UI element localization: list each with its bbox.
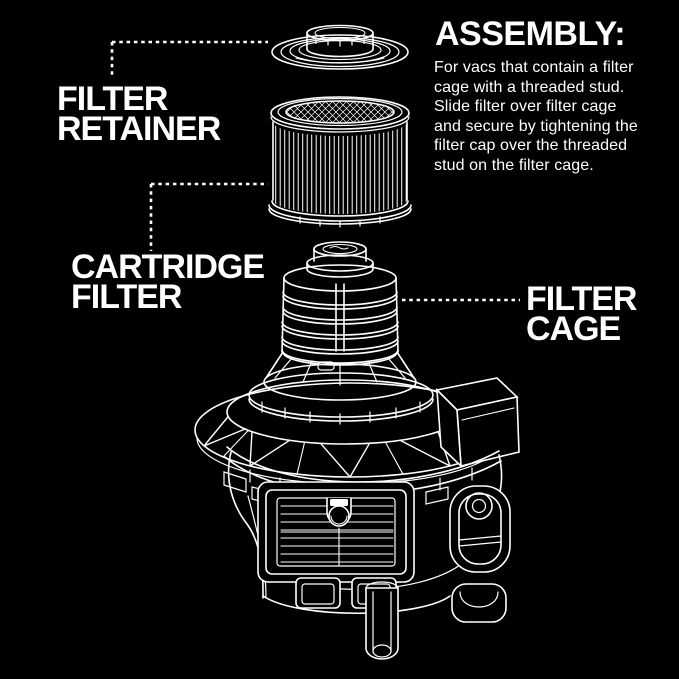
filter-cage-label-line2: CAGE [526,310,621,348]
cartridge-filter-label: CARTRIDGE FILTER [71,248,265,316]
exhaust-grille-drawing [257,481,415,583]
filter-cage-label-line1: FILTER [526,280,637,318]
assembly-instructions-line: Slide filter over filter cage [434,98,617,115]
drain-tube-drawing [365,581,399,660]
filter-retainer-label: FILTER RETAINER [57,80,221,148]
filter-retainer-drawing [271,24,409,70]
caster-pocket-drawing [449,485,511,623]
assembly-instructions-line: stud on the filter cage. [434,156,594,174]
filter-cage-drawing [281,241,399,364]
leader-line-cartridge-filter [149,182,268,251]
cartridge-filter-label-line1: CARTRIDGE [71,248,265,286]
assembly-instructions-line: cage with a threaded stud. [434,78,625,96]
filter-retainer-label-line1: FILTER [57,80,168,118]
vacuum-head-drawing [194,351,520,660]
leader-line-filter-retainer [110,40,268,78]
assembly-instructions-line: and secure by tightening the [434,117,638,135]
assembly-instructions-line: For vacs that contain a filter [434,59,634,76]
assembly-heading: ASSEMBLY: [435,15,626,53]
filter-cage-label: FILTER CAGE [526,280,637,348]
cartridge-filter-drawing [268,96,412,228]
switch-housing-drawing [435,377,520,469]
cartridge-filter-label-line2: FILTER [71,278,182,316]
assembly-instructions-line: filter cap over the threaded [434,137,628,154]
filter-retainer-label-line2: RETAINER [57,110,221,148]
assembly-instructions: For vacs that contain a filter cage with… [434,58,638,175]
